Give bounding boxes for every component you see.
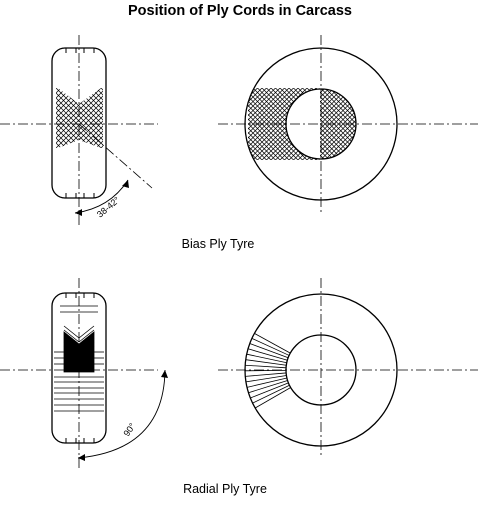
- bias-caption: Bias Ply Tyre: [182, 237, 255, 251]
- radial-angle-arc: [77, 369, 166, 459]
- diagram-title: Position of Ply Cords in Carcass: [128, 3, 352, 19]
- radial-caption: Radial Ply Tyre: [183, 482, 267, 496]
- angle-arcs: [74, 179, 168, 461]
- bias-side-cord-hatch: [56, 88, 103, 148]
- radial-tread-notches: [65, 293, 95, 443]
- radial-angle-label: 90°: [121, 421, 137, 438]
- bias-angle-label: 38-42°: [95, 195, 122, 220]
- bias-tread-notches: [65, 48, 95, 198]
- bias-side-view: [51, 47, 107, 199]
- radial-ring-cords: [244, 333, 291, 409]
- center-lines: [0, 35, 478, 470]
